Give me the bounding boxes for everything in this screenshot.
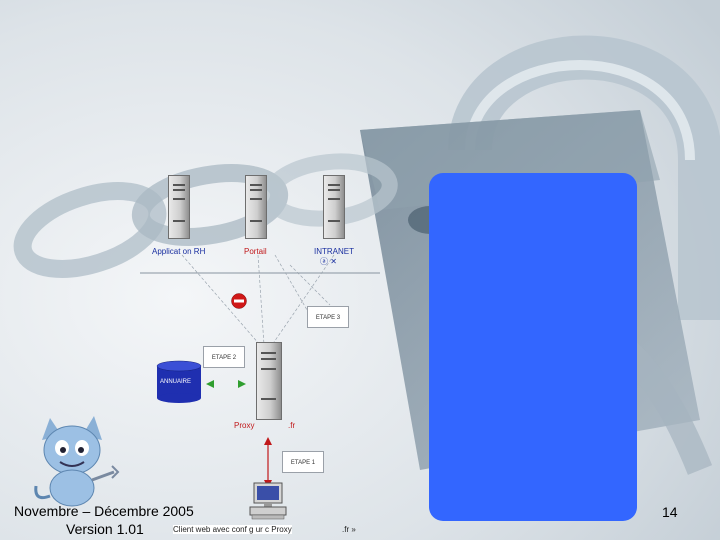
client-suffix: .fr »: [342, 525, 356, 534]
connection-lines: [140, 254, 380, 488]
server-portail-icon: [245, 175, 267, 239]
daemon-mascot-icon: [34, 416, 120, 507]
etape-3-label: ETAPE 3: [315, 315, 341, 321]
footer-date: Novembre – Décembre 2005: [14, 503, 194, 519]
etape-1-label: ETAPE 1: [290, 460, 316, 466]
etape-3-box: ETAPE 3: [307, 306, 349, 328]
etape-1-box: ETAPE 1: [282, 451, 324, 473]
etape-2-label: ETAPE 2: [211, 355, 237, 361]
proxy-server-icon: [256, 342, 282, 420]
proxy-suffix: .fr: [288, 421, 296, 430]
footer-version: Version 1.01: [66, 521, 144, 537]
blue-panel: [429, 173, 637, 521]
server-rh-icon: [168, 175, 190, 239]
etape-2-box: ETAPE 2: [203, 346, 245, 368]
annuaire-database-icon: [156, 360, 202, 403]
server-intranet-label: INTRANET: [314, 247, 354, 256]
server-intranet-icon: [323, 175, 345, 239]
server-rh-label: Applicat on RH: [152, 247, 206, 256]
no-entry-icon: [231, 293, 247, 309]
client-caption: Client web avec conf g ur c Proxy: [173, 525, 292, 534]
page-number: 14: [662, 504, 678, 520]
proxy-label: Proxy: [234, 421, 255, 430]
server-portail-label: Portail: [244, 247, 267, 256]
intranet-sublabel: ⓐ ✕: [320, 257, 337, 266]
annuaire-label: ANNUAIRE: [160, 379, 192, 385]
client-computer-icon: [249, 482, 287, 520]
network-diagram: Applicat on RH Portail INTRANET ⓐ ✕ ETAP…: [140, 165, 385, 540]
